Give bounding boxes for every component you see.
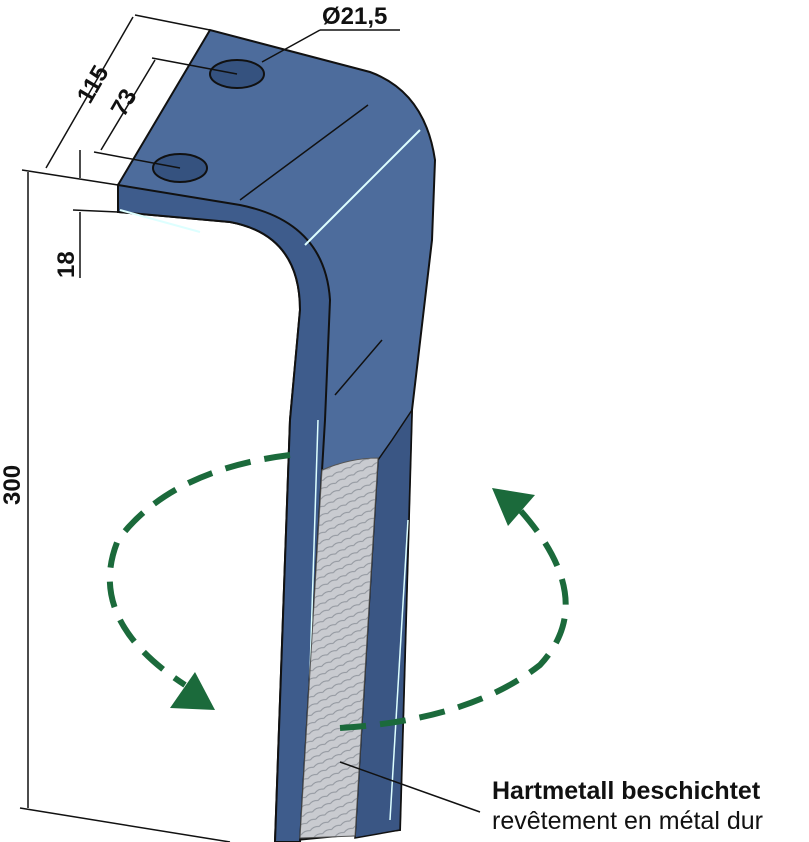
coating-caption: Hartmetall beschichtet revêtement en mét…	[492, 776, 763, 836]
carbide-coating-area	[299, 457, 379, 839]
tine-body	[117, 28, 437, 842]
dim-width-115: 115	[72, 61, 115, 108]
rotation-arrowhead-right	[492, 488, 535, 526]
dimension-lines	[19, 14, 481, 842]
rotation-arrow	[106, 452, 569, 731]
dim-hole-diameter: Ø21,5	[322, 3, 387, 30]
rotation-arrowhead-left	[170, 672, 215, 710]
caption-german: Hartmetall beschichtet	[492, 777, 761, 805]
dim-thickness-18: 18	[53, 251, 80, 278]
dim-height-300: 300	[0, 465, 26, 505]
caption-french: revêtement en métal dur	[492, 807, 763, 835]
